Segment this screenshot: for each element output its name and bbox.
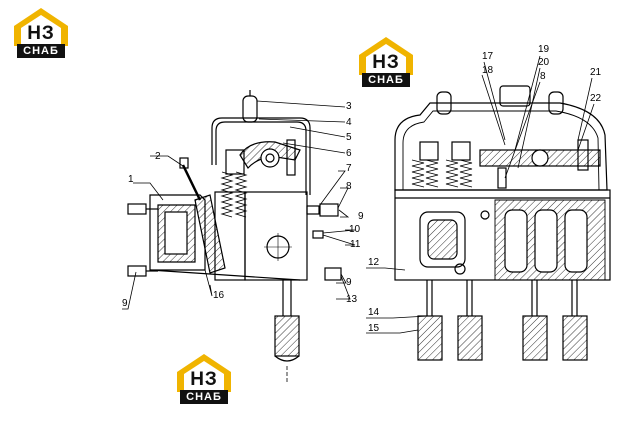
callout-label: 13 [346,294,358,305]
callout-label: 8 [540,71,546,82]
callouts-left: 1 2 3 4 5 6 7 8 9 10 11 9 13 16 9 [122,101,364,309]
logo-monogram: НЗ [190,369,218,390]
callout-label: 17 [482,51,494,62]
left-section-view [127,90,342,382]
right-section-view [394,85,611,361]
callout-label: 4 [346,117,352,128]
callout-label: 18 [482,65,494,76]
callout-label: 1 [128,174,134,185]
callout-label: 14 [368,307,380,318]
brand-logo: НЗ СНАБ [175,352,233,406]
callout-label: 16 [213,290,225,301]
callout-label: 10 [349,224,361,235]
callout-label: 9 [358,211,364,222]
logo-monogram: НЗ [27,23,55,44]
brand-logo: НЗ СНАБ [12,6,70,60]
leader-lines [122,55,595,334]
callout-label: 20 [538,57,550,68]
callout-label: 9 [122,298,128,309]
callout-label: 2 [155,151,161,162]
callout-label: 11 [350,239,361,250]
logo-wordmark: СНАБ [17,44,65,58]
logo-wordmark: СНАБ [362,73,410,87]
callout-label: 22 [590,93,602,104]
callout-label: 5 [346,132,352,143]
callout-label: 9 [346,277,352,288]
logo-wordmark: СНАБ [180,390,228,404]
callout-label: 19 [538,44,550,55]
callout-label: 15 [368,323,380,334]
logo-roof-icon [14,8,68,46]
callout-label: 21 [590,67,602,78]
callouts-right: 17 18 19 20 8 21 22 12 14 15 [368,44,602,334]
logo-roof-icon [177,354,231,392]
callout-label: 6 [346,148,352,159]
callout-label: 12 [368,257,380,268]
callout-label: 8 [346,181,352,192]
brand-logo: НЗ СНАБ [357,35,415,89]
callout-label: 7 [346,163,352,174]
callout-label: 3 [346,101,352,112]
logo-monogram: НЗ [372,52,400,73]
logo-roof-icon [359,37,413,75]
